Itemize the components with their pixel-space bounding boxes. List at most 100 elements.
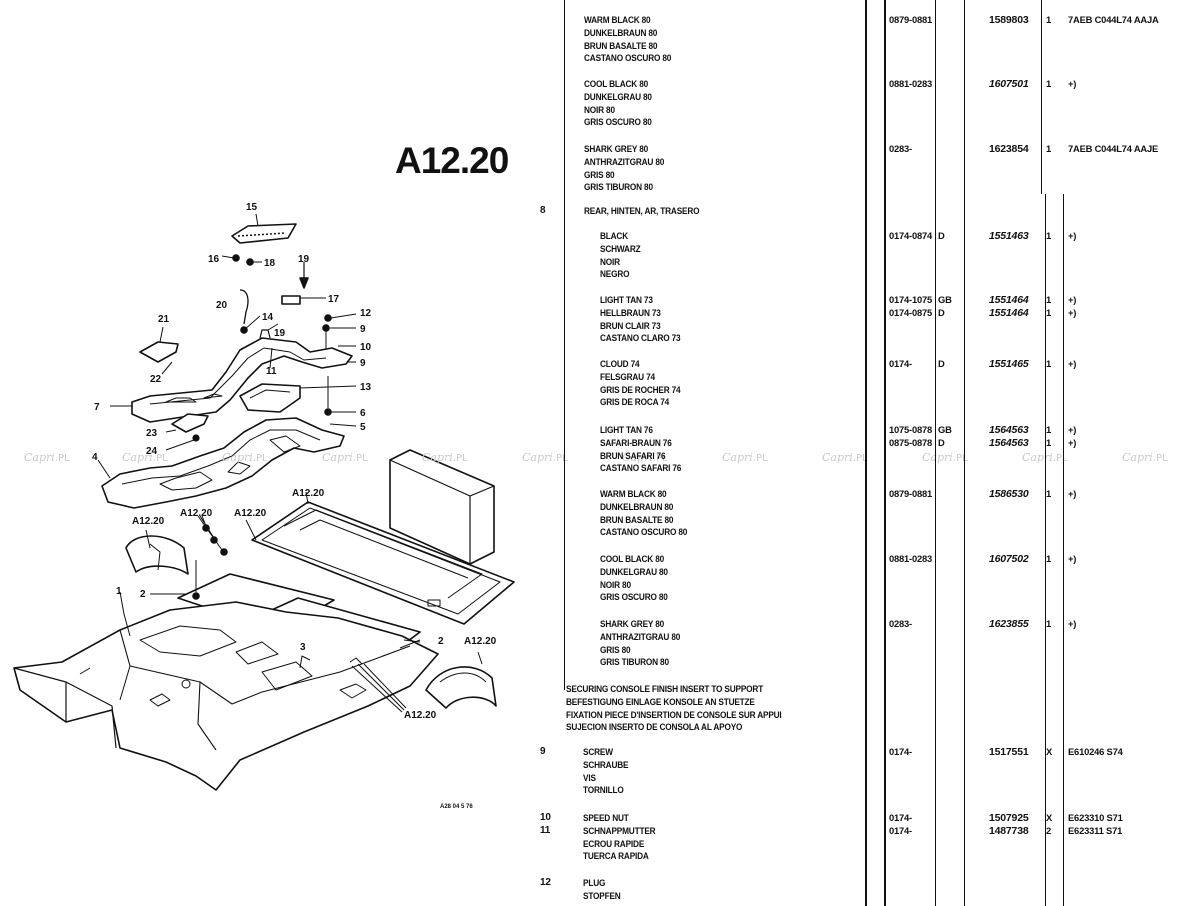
watermark-suffix: .PL — [952, 453, 968, 464]
callout-ref-2: A12.20 — [132, 516, 165, 527]
part-number: 1607502 — [989, 553, 1029, 565]
watermark: Capri.PL — [622, 451, 668, 464]
watermark: Capri.PL — [1122, 451, 1168, 464]
part-number: 1623855 — [989, 618, 1029, 630]
table-rule — [935, 0, 936, 906]
description-line: GRIS 80 — [584, 168, 615, 180]
callout-13: 13 — [360, 382, 372, 393]
watermark-brand: Capri — [822, 451, 853, 464]
description-line: NOIR 80 — [584, 103, 615, 115]
date-range: 0174- — [889, 358, 912, 369]
description-line: REAR, HINTEN, AR, TRASERO — [584, 205, 700, 216]
watermark-suffix: .PL — [652, 453, 668, 464]
watermark: Capri.PL — [722, 451, 768, 464]
quantity: 1 — [1046, 14, 1052, 25]
callout-6: 6 — [360, 408, 366, 419]
market-code: D — [938, 306, 945, 318]
item-number: 12 — [540, 877, 551, 888]
description-line: CLOUD 74 — [600, 358, 640, 369]
watermark: Capri.PL — [322, 451, 368, 464]
watermark-brand: Capri — [722, 451, 753, 464]
part-number: 1564563 — [989, 424, 1029, 436]
quantity: 1 — [1046, 306, 1052, 318]
description-line: BRUN SAFARI 76 — [600, 449, 666, 461]
callout-11: 11 — [266, 366, 277, 377]
description-line: BRUN BASALTE 80 — [584, 39, 658, 51]
market-code: GB — [938, 294, 952, 305]
description-line: NEGRO — [600, 268, 630, 280]
callout-4: 4 — [92, 452, 98, 463]
callout-ref-4: A12.20 — [234, 508, 267, 519]
remark: 7AEB C044L74 AAJA — [1068, 14, 1159, 25]
description-line: TORNILLO — [583, 784, 624, 796]
callout-19: 19 — [298, 254, 310, 265]
description-line: CASTANO OSCURO 80 — [600, 526, 688, 538]
description-line: GRIS TIBURON 80 — [584, 181, 653, 193]
callout-18: 18 — [264, 258, 276, 269]
part-number: 1607501 — [989, 78, 1029, 90]
watermark-brand: Capri — [1022, 451, 1053, 464]
description-line: TUERCA RAPIDA — [583, 850, 649, 862]
date-range: 0174- — [889, 824, 912, 836]
quantity: 1 — [1046, 424, 1052, 435]
quantity: X — [1046, 746, 1053, 757]
market-code: D — [938, 436, 945, 448]
watermark: Capri.PL — [24, 451, 70, 464]
description-line: SCREW — [583, 746, 613, 757]
market-code: GB — [938, 424, 952, 435]
date-range: 0174- — [889, 812, 912, 823]
description-line: HELLBRAUN 73 — [600, 306, 661, 318]
callout-ref-5: A12.20 — [464, 636, 497, 647]
description-line: BRUN BASALTE 80 — [600, 513, 674, 525]
description-line: SHARK GREY 80 — [600, 618, 665, 629]
item-number: 8 — [540, 205, 546, 216]
table-rule — [964, 0, 965, 906]
callout-24: 24 — [146, 446, 158, 457]
remark: +) — [1068, 424, 1077, 435]
part-number: 1551464 — [989, 294, 1029, 306]
date-range: 0174-0874 — [889, 230, 933, 241]
date-range: 0174- — [889, 746, 912, 757]
description-line: BLACK — [600, 230, 628, 241]
watermark-brand: Capri — [922, 451, 953, 464]
callout-9: 9 — [360, 324, 366, 335]
callout-ref-6: A12.20 — [404, 710, 437, 721]
watermark: Capri.PL — [122, 451, 168, 464]
remark: +) — [1068, 306, 1077, 318]
remark: E623310 S71 — [1068, 812, 1123, 823]
watermark-brand: Capri — [322, 451, 353, 464]
quantity: 1 — [1046, 78, 1052, 89]
exploded-diagram: 15 16 18 19 20 17 12 14 9 21 10 19 9 22 … — [13, 202, 515, 810]
remark: +) — [1068, 358, 1077, 369]
quantity: 1 — [1046, 230, 1052, 241]
remark: +) — [1068, 230, 1077, 241]
watermark-suffix: .PL — [1052, 453, 1068, 464]
date-range: 1075-0878 — [889, 424, 933, 435]
callout-19b: 19 — [274, 328, 286, 339]
watermark: Capri.PL — [522, 451, 568, 464]
callout-ref-1: A12.20 — [292, 488, 325, 499]
callout-23: 23 — [146, 428, 158, 439]
description-line: GRIS TIBURON 80 — [600, 656, 669, 668]
quantity: 2 — [1046, 824, 1052, 836]
description-line: COOL BLACK 80 — [600, 553, 665, 564]
description-line: SECURING CONSOLE FINISH INSERT TO SUPPOR… — [566, 683, 764, 694]
description-line: FIXATION PIECE D'INSERTION DE CONSOLE SU… — [566, 708, 782, 720]
callout-9b: 9 — [360, 358, 366, 369]
watermark-brand: Capri — [1122, 451, 1153, 464]
remark: +) — [1068, 618, 1077, 629]
item-number: 11 — [540, 824, 551, 836]
description-line: DUNKELBRAUN 80 — [584, 26, 658, 38]
remark: +) — [1068, 436, 1077, 448]
quantity: 1 — [1046, 436, 1052, 448]
part-number: 1517551 — [989, 746, 1029, 758]
description-line: NOIR — [600, 255, 620, 267]
part-15-tray — [231, 213, 297, 244]
description-line: CASTANO OSCURO 80 — [584, 52, 672, 64]
date-range: 0283- — [889, 618, 912, 629]
description-line: ANTHRAZITGRAU 80 — [584, 155, 665, 167]
table-rule — [1063, 194, 1064, 906]
quantity: 1 — [1046, 618, 1052, 629]
description-line: LIGHT TAN 76 — [600, 424, 653, 435]
date-range: 0879-0881 — [889, 14, 933, 25]
